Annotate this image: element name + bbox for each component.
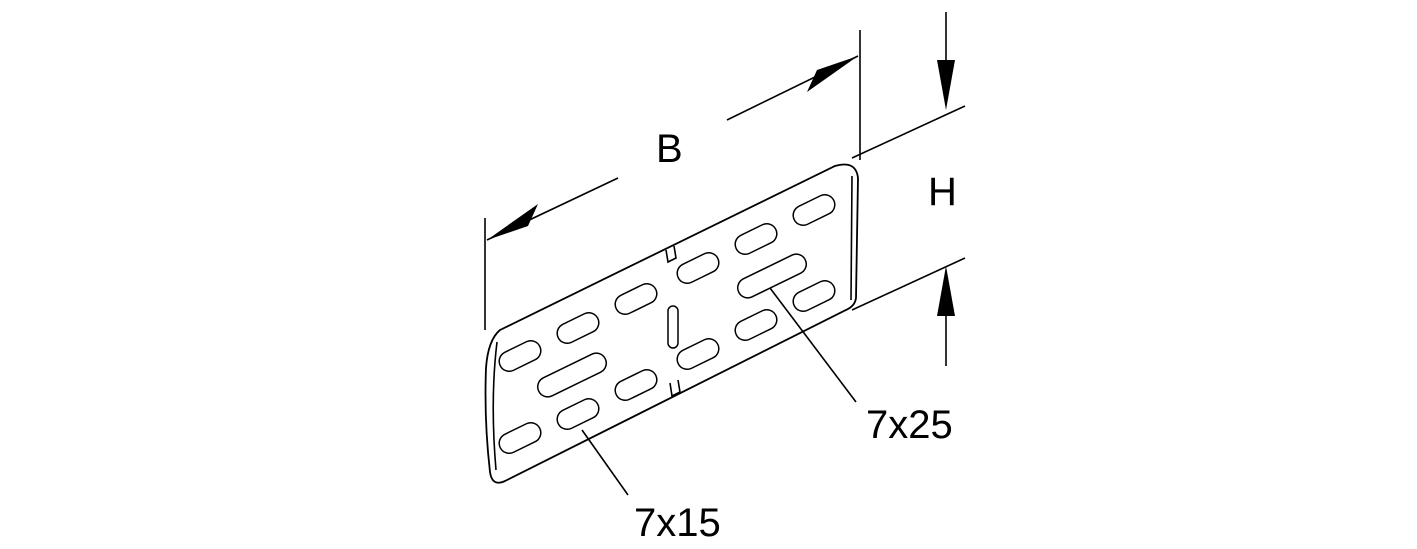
dimension-b-label: B bbox=[656, 127, 683, 171]
slot-long bbox=[736, 253, 808, 299]
bottom-notch bbox=[669, 379, 681, 398]
slot bbox=[556, 311, 600, 345]
arrowhead-left bbox=[487, 204, 538, 240]
dimension-h: H bbox=[851, 12, 966, 366]
connector-plate bbox=[484, 163, 859, 484]
slot-long bbox=[536, 352, 608, 398]
slot bbox=[792, 193, 836, 227]
callout-7x15: 7x15 bbox=[634, 501, 721, 545]
slot bbox=[556, 397, 600, 431]
top-notch bbox=[665, 245, 677, 264]
slot bbox=[734, 308, 778, 342]
slot-group bbox=[498, 193, 836, 455]
callout-large-slot: 7x25 bbox=[769, 287, 953, 447]
slot bbox=[614, 368, 658, 402]
callout-small-slot: 7x15 bbox=[581, 429, 721, 545]
slot bbox=[498, 339, 542, 373]
slot bbox=[792, 279, 836, 313]
slot bbox=[676, 337, 720, 371]
arrowhead-up bbox=[937, 266, 955, 316]
callout-7x25: 7x25 bbox=[866, 403, 953, 447]
slot bbox=[676, 251, 720, 285]
slot bbox=[734, 222, 778, 256]
dimension-h-label: H bbox=[928, 170, 957, 214]
dimension-b: B bbox=[484, 30, 861, 330]
slot bbox=[498, 421, 542, 455]
slot bbox=[614, 282, 658, 316]
arrowhead-right bbox=[807, 56, 858, 92]
center-slot bbox=[667, 305, 679, 349]
arrowhead-down bbox=[937, 60, 955, 110]
